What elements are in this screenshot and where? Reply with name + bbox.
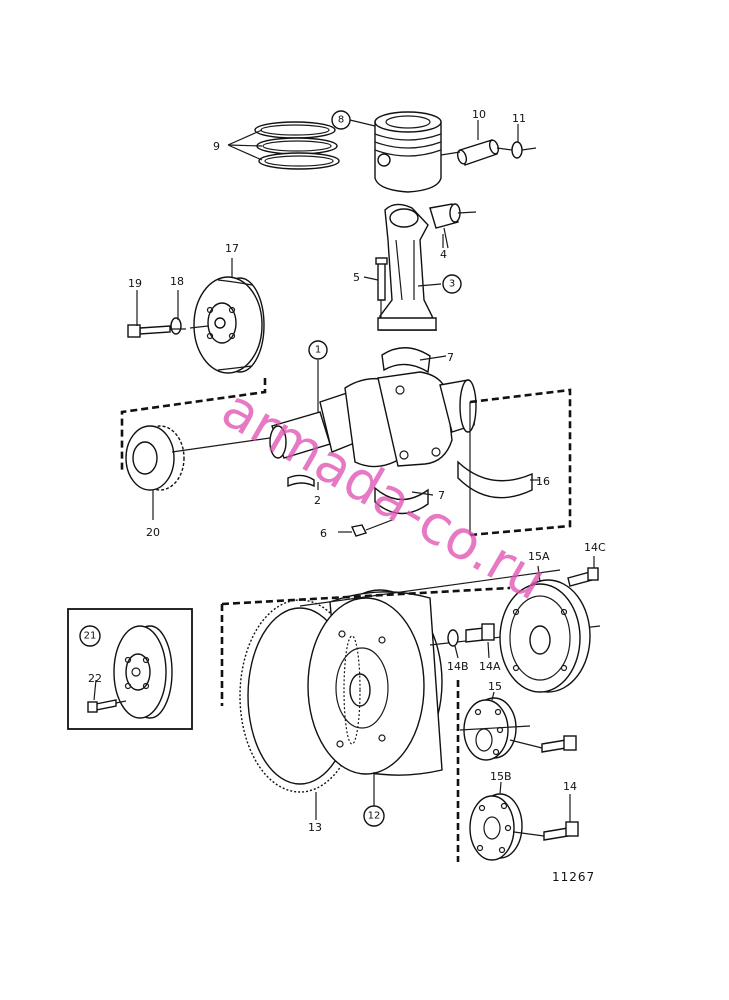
bolt-14-lower[interactable]	[543, 821, 579, 841]
label-circle-1	[308, 340, 328, 360]
part-label-14a: 14A	[479, 660, 501, 673]
crank-nut[interactable]	[351, 524, 367, 537]
part-label-7-upper: 7	[447, 351, 454, 364]
washer-14b[interactable]	[447, 629, 459, 647]
part-label-12: 12	[368, 811, 381, 822]
part-label-16: 16	[536, 475, 550, 488]
piston-pin[interactable]	[456, 139, 500, 166]
part-label-10: 10	[472, 108, 486, 121]
pulley-bolt[interactable]	[127, 324, 171, 338]
drawing-reference-number: 11267	[552, 870, 595, 884]
thrust-washer[interactable]	[287, 474, 315, 488]
part-label-6: 6	[320, 527, 327, 540]
part-label-1: 1	[315, 345, 321, 356]
connecting-rod[interactable]	[377, 203, 437, 331]
part-label-20: 20	[146, 526, 160, 539]
part-label-14c: 14C	[584, 541, 606, 554]
part-label-17: 17	[225, 242, 239, 255]
bearing-shell-upper[interactable]	[381, 347, 431, 374]
piston[interactable]	[374, 111, 442, 193]
part-label-21: 21	[84, 631, 97, 642]
part-label-22: 22	[88, 672, 102, 685]
alternative-pulley[interactable]	[113, 625, 173, 719]
part-label-9: 9	[213, 140, 220, 153]
part-label-15a: 15A	[528, 550, 550, 563]
piston-rings[interactable]	[254, 121, 340, 170]
main-bearing-shell[interactable]	[457, 460, 533, 499]
crankshaft-gear[interactable]	[125, 425, 185, 491]
label-circle-8	[331, 110, 351, 130]
leader-lines	[93, 119, 595, 822]
hub-adapter-15b[interactable]	[469, 793, 523, 861]
label-circle-3	[442, 274, 462, 294]
part-label-2: 2	[314, 494, 321, 507]
flex-plate[interactable]	[499, 579, 591, 693]
part-label-15: 15	[488, 680, 502, 693]
part-label-11: 11	[512, 112, 526, 125]
rod-bolt[interactable]	[375, 257, 388, 301]
part-label-3: 3	[449, 279, 455, 290]
part-label-14b: 14B	[447, 660, 469, 673]
label-circle-21	[79, 625, 101, 647]
part-label-7-lower: 7	[438, 489, 445, 502]
part-label-15b: 15B	[490, 770, 512, 783]
flywheel[interactable]	[307, 589, 443, 776]
part-label-19: 19	[128, 277, 142, 290]
label-circle-12	[363, 805, 385, 827]
bearing-shell-lower[interactable]	[374, 486, 429, 515]
bolt-14c[interactable]	[567, 567, 599, 587]
small-end-bushing[interactable]	[429, 203, 461, 229]
washer[interactable]	[170, 317, 182, 335]
inset-bolt[interactable]	[87, 699, 117, 713]
crankshaft[interactable]	[269, 371, 477, 468]
part-label-8: 8	[338, 115, 344, 126]
crankshaft-pulley[interactable]	[193, 276, 265, 374]
alternative-pulley-inset	[67, 608, 193, 730]
part-label-5: 5	[353, 271, 360, 284]
bolt-14a[interactable]	[465, 623, 495, 643]
part-label-14: 14	[563, 780, 577, 793]
part-label-18: 18	[170, 275, 184, 288]
part-label-13: 13	[308, 821, 322, 834]
part-label-4: 4	[440, 248, 447, 261]
circlip[interactable]	[511, 141, 523, 159]
bolt-14-upper[interactable]	[541, 735, 577, 753]
